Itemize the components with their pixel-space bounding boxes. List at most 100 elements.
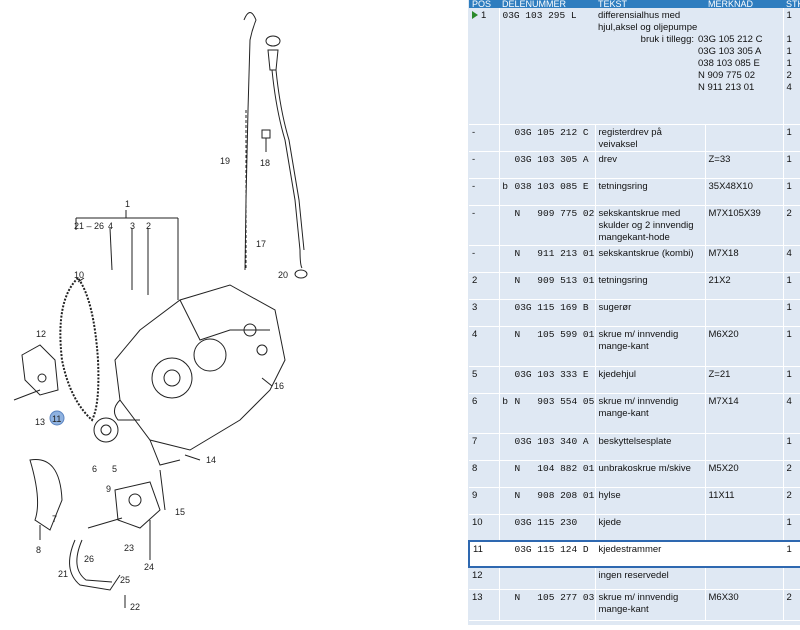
extra-note: 03G 103 305 A: [698, 46, 762, 57]
exploded-diagram: 1 21 – 26 4 3 2 10 12 11 13 5 6 9 14 15 …: [13, 12, 308, 612]
row-qty: 2: [782, 589, 800, 621]
row-qty: 1: [782, 299, 800, 327]
callout-19[interactable]: 19: [220, 156, 230, 166]
row-note: [704, 433, 783, 461]
callout-1[interactable]: 1: [125, 199, 130, 209]
callout-14[interactable]: 14: [206, 455, 216, 465]
callout-25[interactable]: 25: [120, 575, 130, 585]
row-part-number: 03G 115 124 D: [514, 544, 589, 555]
callout-10[interactable]: 10: [74, 270, 84, 280]
row-part-number: N 105 277 03: [514, 591, 595, 603]
callout-4[interactable]: 4: [108, 221, 113, 231]
row-pos: 3: [469, 299, 500, 327]
callout-7[interactable]: 7: [52, 514, 57, 524]
callout-2[interactable]: 2: [146, 221, 151, 231]
row-part-number: N 104 882 01: [514, 462, 595, 474]
row-qty: 2: [782, 487, 800, 515]
row-note: 21X2: [704, 272, 783, 300]
row-text: unbrakoskrue m/skive: [594, 460, 705, 488]
extra-qty: 2: [786, 70, 792, 81]
parts-table: POS DELENUMMER TEKST MERKNAD STK 1 03G 1…: [468, 0, 800, 621]
diagram-drawing: 1 21 – 26 4 3 2 10 12 11 13 5 6 9 14 15 …: [13, 12, 308, 612]
row-text: ingen reservedel: [594, 567, 705, 590]
callout-6[interactable]: 6: [92, 464, 97, 474]
row-pos: 11: [468, 540, 500, 568]
callout-23[interactable]: 23: [124, 543, 134, 553]
header-pos[interactable]: POS: [469, 0, 499, 8]
row-note: [704, 299, 783, 327]
row-note: M7X14: [704, 393, 783, 434]
callout-5[interactable]: 5: [112, 464, 117, 474]
row-text: tetningsring: [594, 178, 705, 206]
callout-8[interactable]: 8: [36, 545, 41, 555]
table-row[interactable]: 1 03G 103 295 L differensialhus med hjul…: [469, 8, 800, 125]
extra-note: N 909 775 02: [698, 70, 756, 81]
callout-12[interactable]: 12: [36, 329, 46, 339]
row-prefix: b: [502, 180, 508, 192]
callout-15[interactable]: 15: [175, 507, 185, 517]
row-part-number: 038 103 085 E: [514, 180, 589, 192]
row-text: skrue m/ innvendig mange-kant: [594, 326, 705, 367]
callout-20[interactable]: 20: [278, 270, 288, 280]
callout-3[interactable]: 3: [130, 221, 135, 231]
row-pos: 8: [469, 460, 500, 488]
header-text[interactable]: TEKST: [595, 0, 705, 8]
callout-17[interactable]: 17: [256, 239, 266, 249]
callout-24[interactable]: 24: [144, 562, 154, 572]
row-qty: 1: [786, 10, 792, 21]
row-note: M7X18: [704, 245, 783, 273]
header-note[interactable]: MERKNAD: [705, 0, 783, 8]
row-part-number: N 908 208 01: [514, 489, 595, 501]
row-text: sugerør: [594, 299, 705, 327]
row-pos: 5: [469, 366, 500, 394]
row-part-number: 03G 105 212 C: [514, 126, 589, 138]
row-note: Z=33: [704, 151, 783, 179]
row-pos: 13: [469, 589, 500, 621]
row-note: [704, 567, 783, 590]
row-prefix: b: [502, 395, 508, 407]
callout-9[interactable]: 9: [106, 484, 111, 494]
callout-11-highlight[interactable]: [49, 410, 65, 426]
callout-13[interactable]: 13: [35, 417, 45, 427]
parts-table-panel: POS DELENUMMER TEKST MERKNAD STK 1 03G 1…: [468, 0, 800, 625]
row-part-number: 03G 103 340 A: [514, 435, 589, 447]
callout-21[interactable]: 21: [58, 569, 68, 579]
row-qty: 1: [782, 366, 800, 394]
callout-18[interactable]: 18: [260, 158, 270, 168]
callout-22[interactable]: 22: [130, 602, 140, 612]
extra-label: bruk i tillegg:: [640, 34, 694, 45]
row-text: kjede: [594, 514, 705, 542]
callout-16[interactable]: 16: [274, 381, 284, 391]
row-text: beskyttelsesplate: [594, 433, 705, 461]
extra-qty: 1: [786, 46, 792, 57]
row-text: skrue m/ innvendig mange-kant: [594, 393, 705, 434]
row-qty: 1: [782, 514, 800, 542]
row-qty: 1: [782, 433, 800, 461]
header-qty[interactable]: STK: [783, 0, 800, 8]
callout-group-21-26[interactable]: 21 – 26: [74, 221, 104, 231]
row-text: sekskantskrue med skulder og 2 innvendig…: [594, 205, 705, 246]
row-note: M7X105X39: [704, 205, 783, 246]
callout-26[interactable]: 26: [84, 554, 94, 564]
header-part-number[interactable]: DELENUMMER: [499, 0, 595, 8]
callout-11[interactable]: 11: [52, 414, 61, 424]
row-qty: 1: [782, 540, 800, 568]
row-part-number: N 909 513 01: [514, 274, 595, 286]
